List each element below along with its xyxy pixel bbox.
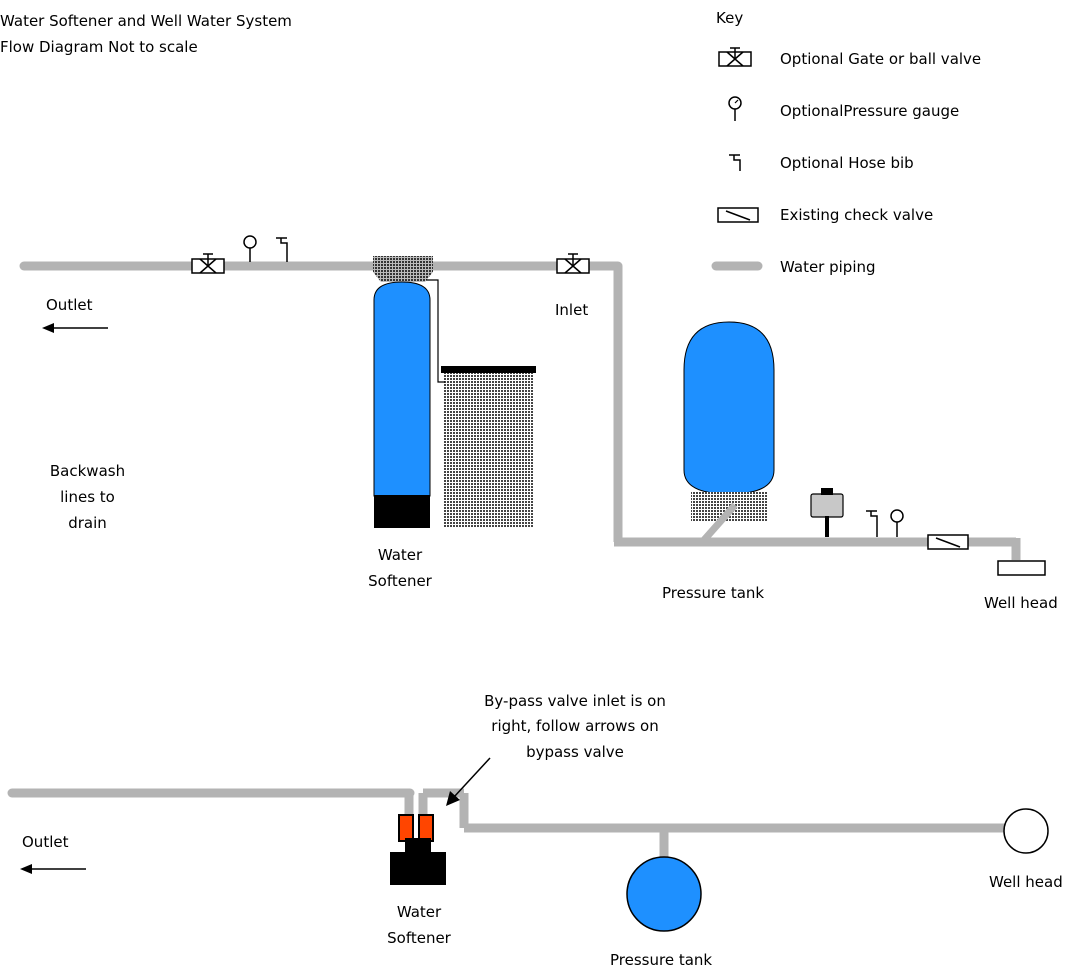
backwash-label-line1: Backwash — [49, 462, 126, 480]
bottom-well-head-icon — [1003, 808, 1049, 854]
diagram-title: Water Softener and Well Water System — [0, 12, 292, 30]
diagram-subtitle: Flow Diagram Not to scale — [0, 38, 198, 56]
top-well-head-label: Well head — [984, 594, 1058, 612]
top-softener-label-line2: Softener — [368, 572, 432, 590]
well-pressure-gauge-icon — [890, 509, 904, 537]
bottom-piping — [7, 788, 1006, 860]
key-label-check-valve: Existing check valve — [780, 206, 934, 224]
key-gate-ball-valve-icon — [718, 47, 752, 67]
bottom-outlet-arrow-icon — [20, 864, 86, 874]
bypass-note-line1: By-pass valve inlet is on — [484, 692, 666, 710]
well-head-icon — [997, 560, 1046, 576]
bottom-well-head-label: Well head — [989, 873, 1063, 891]
top-pressure-tank-label: Pressure tank — [662, 584, 765, 602]
backwash-label-line3: drain — [68, 514, 107, 532]
pressure-switch-icon — [810, 488, 844, 537]
bypass-note-line3: bypass valve — [526, 743, 624, 761]
inlet-label: Inlet — [555, 301, 589, 319]
water-softener-icon — [373, 256, 536, 528]
pressure-tank-icon — [683, 321, 775, 543]
top-softener-label-line1: Water — [377, 546, 423, 564]
bottom-softener-label-line2: Softener — [387, 929, 451, 947]
bottom-pressure-tank-icon — [626, 856, 702, 932]
key-label-water-piping: Water piping — [780, 258, 876, 276]
backwash-label-line2: lines to — [60, 488, 115, 506]
bottom-pressure-tank-label: Pressure tank — [610, 951, 713, 969]
outlet-arrow-icon — [42, 323, 108, 333]
outlet-hose-bib-icon — [276, 237, 288, 262]
check-valve-icon — [927, 534, 969, 550]
outlet-pressure-gauge-icon — [243, 235, 257, 262]
key-hose-bib-icon — [729, 154, 741, 171]
key-label-gate-valve: Optional Gate or ball valve — [780, 50, 982, 68]
bypass-pointer-arrow-icon — [446, 757, 491, 806]
well-hose-bib-icon — [866, 510, 878, 537]
key-check-valve-icon — [717, 207, 759, 223]
key-label-hose-bib: Optional Hose bib — [780, 154, 914, 172]
bypass-note-line2: right, follow arrows on — [491, 717, 659, 735]
inlet-gate-valve-icon — [556, 253, 590, 274]
bottom-softener-label-line1: Water — [396, 903, 442, 921]
key-label-pressure-gauge: OptionalPressure gauge — [780, 102, 960, 120]
bypass-softener-icon — [390, 814, 446, 885]
key-title: Key — [716, 9, 744, 27]
key-pressure-gauge-icon — [728, 96, 742, 121]
bottom-outlet-label: Outlet — [22, 833, 69, 851]
outlet-gate-valve-icon — [191, 253, 225, 274]
top-outlet-label: Outlet — [46, 296, 93, 314]
